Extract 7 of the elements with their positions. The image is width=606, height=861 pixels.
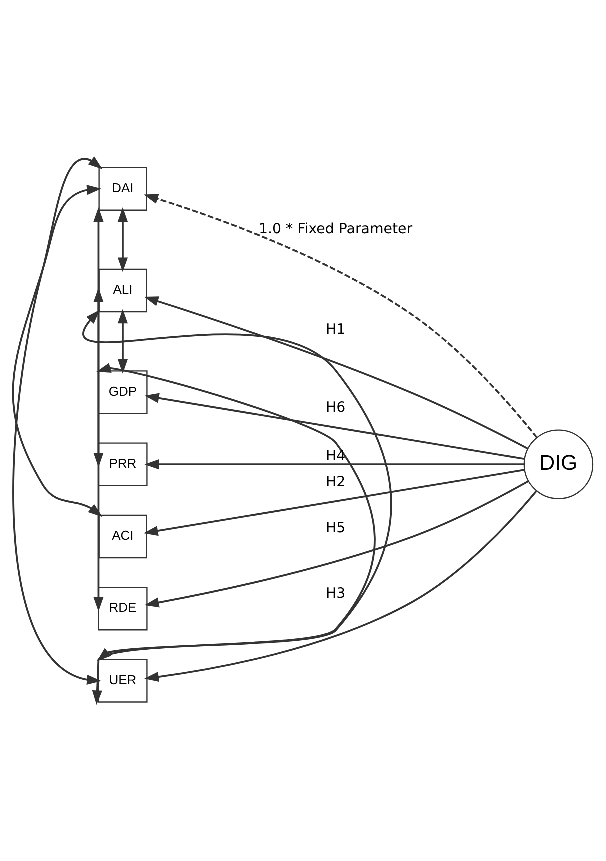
- edge-label: H6: [326, 400, 346, 416]
- edge-label: H5: [326, 520, 346, 537]
- edge-label: H3: [326, 586, 346, 602]
- edge-label: H1: [326, 322, 346, 338]
- edge-label: H2: [326, 474, 346, 491]
- edge-label: H4: [326, 448, 346, 465]
- edge-label: 1.0 * Fixed Parameter: [259, 222, 413, 238]
